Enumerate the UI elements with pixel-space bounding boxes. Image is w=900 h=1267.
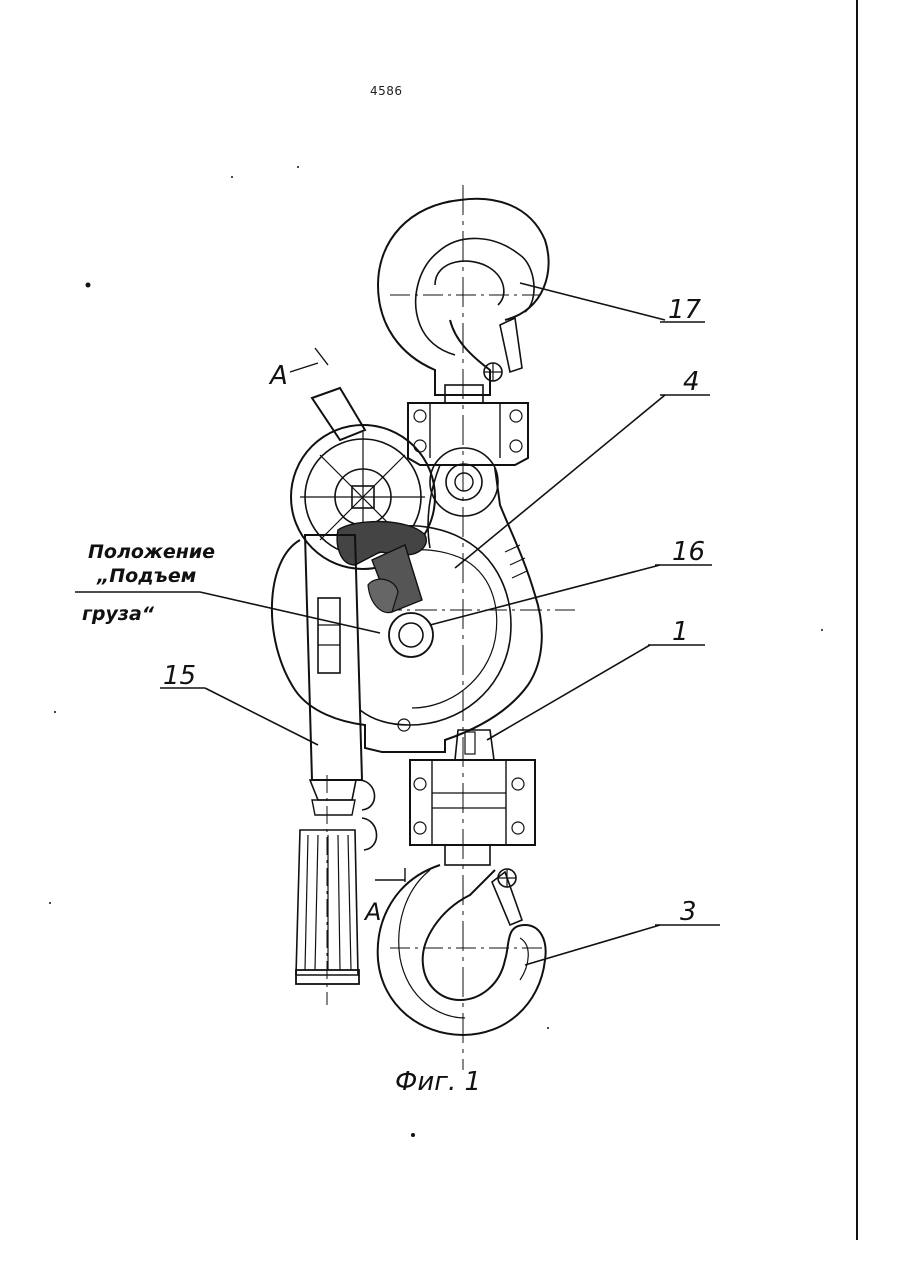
callout-15: 15	[163, 661, 196, 691]
callout-3: 3	[680, 897, 697, 927]
section-marker-top: А	[268, 361, 288, 391]
callout-4: 4	[683, 367, 700, 397]
lever-handle	[296, 535, 377, 1005]
figure-caption: Фиг. 1	[395, 1067, 481, 1097]
lower-hook	[378, 865, 546, 1035]
pawl-link	[337, 522, 433, 657]
callout-17: 17	[668, 295, 702, 325]
callout-16: 16	[672, 537, 705, 567]
leader-lines	[75, 283, 720, 965]
lower-block	[410, 730, 535, 865]
section-marker-bottom: А	[363, 898, 381, 926]
hoist-body	[272, 185, 575, 1070]
callout-1: 1	[672, 617, 689, 647]
position-annotation: Положение „Подъем груза“	[82, 541, 215, 625]
annotation-line-1: Положение	[88, 541, 215, 563]
annotation-line-2: „Подъем	[96, 565, 196, 587]
annotation-line-3: груза“	[82, 603, 155, 625]
upper-block	[408, 403, 528, 465]
